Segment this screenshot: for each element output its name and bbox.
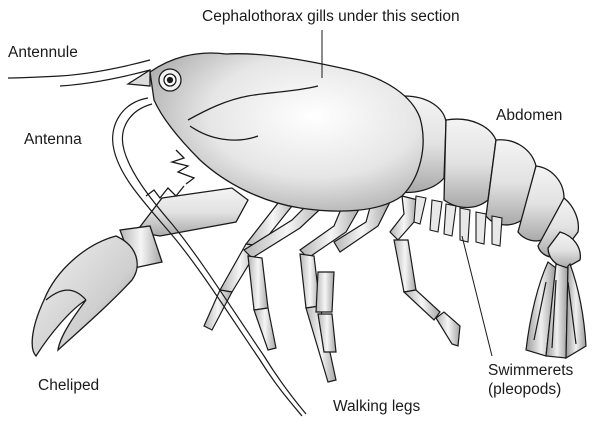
eye-center [168, 78, 173, 83]
walking-legs [204, 196, 460, 382]
pointer-swimmerets [462, 236, 492, 356]
tail-fan [526, 262, 586, 358]
label-antennule: Antennule [8, 44, 78, 63]
walking-leg-4-mid [316, 272, 334, 312]
walking-leg-5-mid [394, 240, 416, 292]
swimmeret-3 [444, 204, 456, 236]
swimmeret-4 [460, 208, 470, 242]
cheliped-claw [32, 236, 137, 356]
abdomen-segment-2 [444, 119, 496, 207]
cephalothorax [128, 53, 423, 211]
walking-leg-5-tip [436, 312, 460, 346]
cheliped [32, 150, 248, 356]
label-swimmerets: Swimmerets (pleopods) [488, 362, 573, 399]
label-swimmerets-line2: (pleopods) [488, 381, 573, 400]
carapace [150, 53, 423, 211]
label-swimmerets-line1: Swimmerets [488, 362, 573, 381]
walking-leg-1-lower [204, 290, 232, 330]
walking-leg-5-lower [404, 290, 440, 320]
swimmeret-6 [492, 216, 502, 246]
label-cheliped: Cheliped [38, 377, 99, 396]
label-abdomen: Abdomen [496, 107, 562, 126]
label-cephalothorax: Cephalothorax gills under this section [202, 8, 460, 27]
cheliped-spines [172, 150, 194, 184]
swimmeret-1 [414, 196, 426, 224]
walking-leg-2-lower [254, 308, 276, 350]
swimmeret-2 [430, 200, 442, 232]
swimmeret-5 [476, 212, 486, 244]
label-antenna: Antenna [24, 131, 82, 150]
walking-leg-2-mid [248, 256, 268, 310]
label-walking-legs: Walking legs [333, 398, 420, 417]
